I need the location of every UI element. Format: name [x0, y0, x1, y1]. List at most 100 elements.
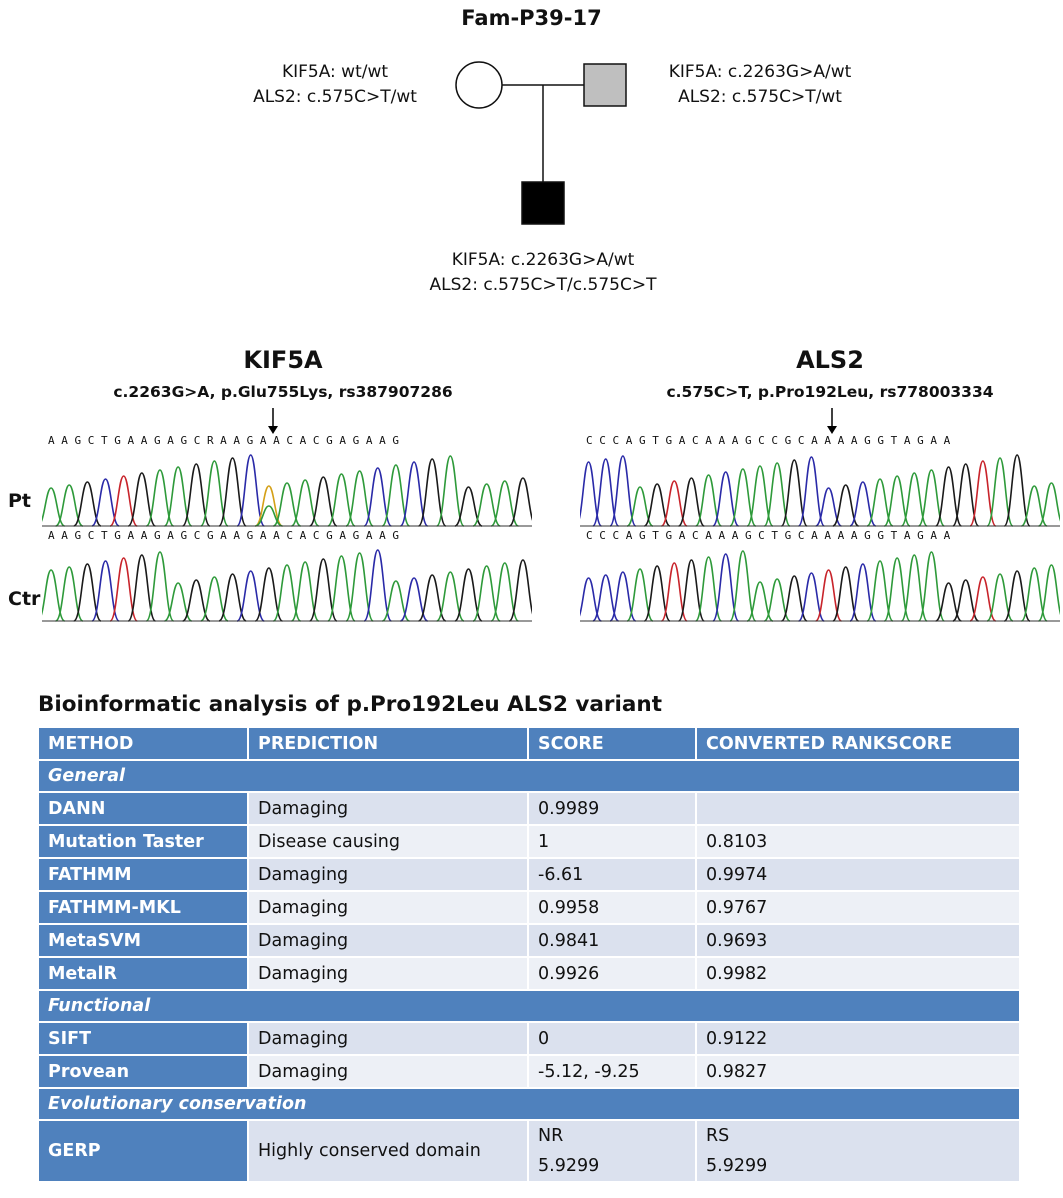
- als2-pt-bases: C C C A G T G A C A A A G C C G C A A A …: [586, 434, 951, 447]
- score-cell: 0.9926: [527, 956, 697, 991]
- chromatogram-peak: [327, 555, 356, 622]
- rankscore-cell: 0.9122: [695, 1021, 1021, 1056]
- chromatogram-peak: [580, 461, 603, 527]
- kif5a-ctr-chromatogram: [42, 549, 532, 622]
- als2-subtitle: c.575C>T, p.Pro192Leu, rs778003334: [666, 383, 994, 401]
- score-value: 5.9299: [538, 1156, 600, 1176]
- method-cell: MetaSVM: [37, 923, 249, 958]
- prediction-cell: Damaging: [247, 1054, 529, 1089]
- rankscore-value: 5.9299: [706, 1156, 768, 1176]
- table-row: GERP Highly conserved domain NR 5.9299 R…: [37, 1119, 1021, 1183]
- header-method: METHOD: [37, 726, 249, 761]
- score-cell: -6.61: [527, 857, 697, 892]
- chromatogram-peak: [109, 557, 139, 622]
- chromatogram-peak: [508, 559, 532, 622]
- prediction-cell: Highly conserved domain: [247, 1119, 529, 1183]
- section-row: General: [37, 759, 1021, 793]
- chromatogram-peak: [345, 552, 374, 622]
- proband-kif5a: KIF5A: c.2263G>A/wt: [451, 250, 635, 270]
- chromatogram-peak: [200, 460, 229, 527]
- header-prediction: PREDICTION: [247, 726, 529, 761]
- score-cell: 1: [527, 824, 697, 859]
- chromatogram-peak: [218, 457, 247, 527]
- chromatogram-peak: [308, 558, 338, 622]
- table-row: Mutation Taster Disease causing 1 0.8103: [37, 824, 1021, 859]
- chromatogram-peak: [1037, 482, 1060, 527]
- table-row: SIFT Damaging 0 0.9122: [37, 1021, 1021, 1056]
- rankscore-cell: RS 5.9299: [695, 1119, 1021, 1183]
- chromatogram-peak: [145, 551, 175, 622]
- rankscore-cell: 0.9982: [695, 956, 1021, 991]
- chromatogram-peak: [1037, 564, 1060, 622]
- prediction-cell: Damaging: [247, 857, 529, 892]
- pedigree-diagram: [455, 61, 627, 225]
- chromatogram-peak: [381, 464, 411, 527]
- prediction-cell: Damaging: [247, 923, 529, 958]
- rankscore-label: RS: [706, 1126, 730, 1146]
- chromatogram-peak: [1003, 454, 1031, 527]
- father-als2: ALS2: c.575C>T/wt: [678, 87, 842, 107]
- header-score: SCORE: [527, 726, 697, 761]
- rankscore-cell: 0.9974: [695, 857, 1021, 892]
- bioinformatic-table: METHOD PREDICTION SCORE CONVERTED RANKSC…: [37, 726, 1021, 1183]
- chromatogram-peak: [917, 551, 946, 622]
- kif5a-title: KIF5A: [243, 346, 323, 374]
- table-row: DANN Damaging 0.9989: [37, 791, 1021, 826]
- prediction-cell: Disease causing: [247, 824, 529, 859]
- kif5a-pt-chromatogram: [42, 454, 532, 527]
- rankscore-cell: 0.9767: [695, 890, 1021, 925]
- als2-ctr-chromatogram: [580, 550, 1060, 622]
- mother-als2: ALS2: c.575C>T/wt: [253, 87, 417, 107]
- rankscore-cell: [695, 791, 1021, 826]
- header-rankscore: CONVERTED RANKSCORE: [695, 726, 1021, 761]
- section-functional: Functional: [37, 989, 1021, 1023]
- section-evolutionary: Evolutionary conservation: [37, 1087, 1021, 1121]
- father-symbol: [583, 63, 627, 107]
- pt-label: Pt: [8, 490, 32, 512]
- pedigree-title: Fam-P39-17: [461, 6, 602, 30]
- kif5a-arrow-icon: [268, 408, 278, 434]
- chromatogram-peak: [42, 569, 66, 622]
- kif5a-pt-bases: A A G C T G A A G A G C R A A G A A C A …: [48, 434, 399, 447]
- score-cell: 0.9958: [527, 890, 697, 925]
- chromatogram-peak: [729, 550, 757, 622]
- chromatogram-peak: [609, 455, 637, 527]
- score-cell: 0: [527, 1021, 697, 1056]
- method-cell: FATHMM-MKL: [37, 890, 249, 925]
- chromatogram-peak: [580, 577, 603, 622]
- rankscore-cell: 0.9827: [695, 1054, 1021, 1089]
- score-cell: 0.9989: [527, 791, 697, 826]
- score-cell: 0.9841: [527, 923, 697, 958]
- als2-arrow-icon: [827, 408, 837, 434]
- chromatogram-peak: [508, 477, 532, 527]
- table-row: MetalR Damaging 0.9926 0.9982: [37, 956, 1021, 991]
- ctr-label: Ctr: [8, 588, 41, 610]
- prediction-cell: Damaging: [247, 791, 529, 826]
- als2-ctr-bases: C C C A G T G A C A A A G C T G C A A A …: [586, 529, 951, 542]
- table-row: MetaSVM Damaging 0.9841 0.9693: [37, 923, 1021, 958]
- score-label: NR: [538, 1126, 564, 1146]
- als2-pt-chromatogram: [580, 454, 1060, 527]
- table-row: FATHMM Damaging -6.61 0.9974: [37, 857, 1021, 892]
- prediction-cell: Damaging: [247, 956, 529, 991]
- kif5a-ctr-bases: A A G C T G A A G A G C G A A G A A C A …: [48, 529, 399, 542]
- als2-title: ALS2: [796, 346, 864, 374]
- prediction-cell: Damaging: [247, 890, 529, 925]
- table-title: Bioinformatic analysis of p.Pro192Leu AL…: [38, 692, 662, 717]
- table-row: Provean Damaging -5.12, -9.25 0.9827: [37, 1054, 1021, 1089]
- chromatogram-peak: [127, 554, 157, 622]
- mother-genotype: KIF5A: wt/wt ALS2: c.575C>T/wt: [230, 60, 440, 110]
- chromatogram-peak: [42, 487, 66, 527]
- mother-kif5a: KIF5A: wt/wt: [281, 62, 389, 82]
- father-kif5a: KIF5A: c.2263G>A/wt: [668, 62, 852, 82]
- proband-genotype: KIF5A: c.2263G>A/wt ALS2: c.575C>T/c.575…: [393, 248, 693, 298]
- prediction-cell: Damaging: [247, 1021, 529, 1056]
- chromatogram-peak: [797, 456, 826, 527]
- rankscore-cell: 0.9693: [695, 923, 1021, 958]
- method-cell: DANN: [37, 791, 249, 826]
- mother-symbol: [455, 61, 503, 109]
- father-genotype: KIF5A: c.2263G>A/wt ALS2: c.575C>T/wt: [640, 60, 880, 110]
- score-cell: -5.12, -9.25: [527, 1054, 697, 1089]
- chromatogram-peak: [236, 454, 266, 527]
- proband-als2: ALS2: c.575C>T/c.575C>T: [429, 275, 657, 295]
